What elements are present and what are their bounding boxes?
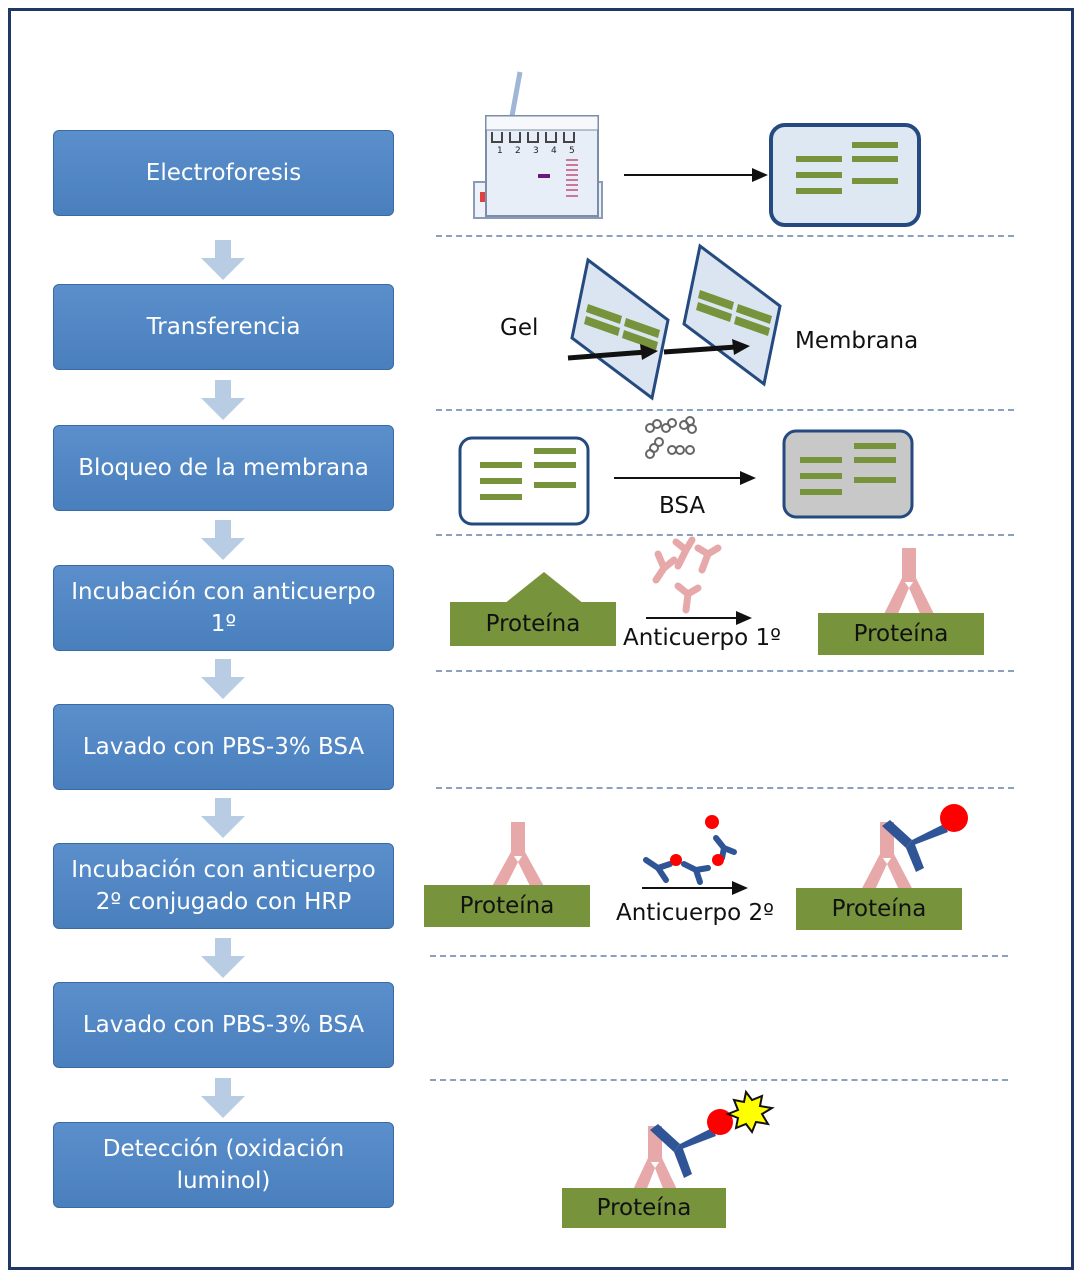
protein-epitope-icon: [504, 572, 584, 604]
step-bloqueo: Bloqueo de la membrana: [53, 425, 394, 511]
primary-antibody-label: Anticuerpo 1º: [623, 625, 782, 651]
electrophoresis-apparatus-icon: 1 2 3 4 5: [473, 71, 603, 219]
step-anticuerpo-2: Incubación con anticuerpo 2º conjugado c…: [53, 843, 394, 929]
down-arrow-icon: [201, 1078, 245, 1118]
process-arrow-icon: [614, 471, 756, 485]
secondary-complex-icon: [860, 804, 968, 892]
detection-complex-icon: [630, 1089, 775, 1196]
svg-text:4: 4: [551, 146, 557, 156]
gel-sheet-icon: [570, 257, 670, 401]
secondary-antibody-label: Anticuerpo 2º: [616, 900, 775, 926]
bsa-particles-icon: [645, 416, 697, 459]
primary-antibodies-icon: [652, 536, 722, 614]
separator-line: [430, 1079, 1008, 1081]
svg-text:1: 1: [497, 146, 503, 156]
protein-block: Proteína: [562, 1188, 726, 1228]
step-lavado-2: Lavado con PBS-3% BSA: [53, 982, 394, 1068]
svg-text:2: 2: [515, 146, 521, 156]
step-electroforesis: Electroforesis: [53, 130, 394, 216]
down-arrow-icon: [201, 240, 245, 280]
membrane-sheet-icon: [682, 243, 782, 387]
step-lavado-1: Lavado con PBS-3% BSA: [53, 704, 394, 790]
step-transferencia: Transferencia: [53, 284, 394, 370]
membrane-label: Membrana: [795, 328, 919, 354]
separator-line: [430, 955, 1008, 957]
gel-label: Gel: [500, 315, 539, 341]
svg-text:5: 5: [569, 146, 575, 156]
down-arrow-icon: [201, 520, 245, 560]
separator-line: [436, 670, 1014, 672]
membrane-before-icon: [458, 436, 590, 526]
gel-result-icon: [769, 123, 921, 227]
step-deteccion: Detección (oxidación luminol): [53, 1122, 394, 1208]
bsa-label: BSA: [659, 493, 706, 519]
primary-antibody-bound-icon: [490, 822, 546, 890]
separator-line: [436, 534, 1014, 536]
secondary-antibodies-icon: [643, 815, 737, 885]
svg-text:3: 3: [533, 146, 539, 156]
separator-line: [436, 409, 1014, 411]
protein-block: Proteína: [424, 885, 590, 927]
process-arrow-icon: [646, 611, 752, 625]
protein-block: Proteína: [450, 602, 616, 646]
separator-line: [436, 787, 1014, 789]
membrane-blocked-icon: [782, 429, 914, 519]
primary-antibody-bound-icon: [883, 548, 935, 616]
protein-block: Proteína: [796, 888, 962, 930]
down-arrow-icon: [201, 380, 245, 420]
transfer-arrow-icon: [567, 339, 750, 361]
down-arrow-icon: [201, 938, 245, 978]
step-anticuerpo-1: Incubación con anticuerpo 1º: [53, 565, 394, 651]
down-arrow-icon: [201, 798, 245, 838]
down-arrow-icon: [201, 659, 245, 699]
process-arrow-icon: [624, 168, 768, 182]
separator-line: [436, 235, 1014, 237]
protein-block: Proteína: [818, 613, 984, 655]
process-arrow-icon: [642, 881, 748, 895]
